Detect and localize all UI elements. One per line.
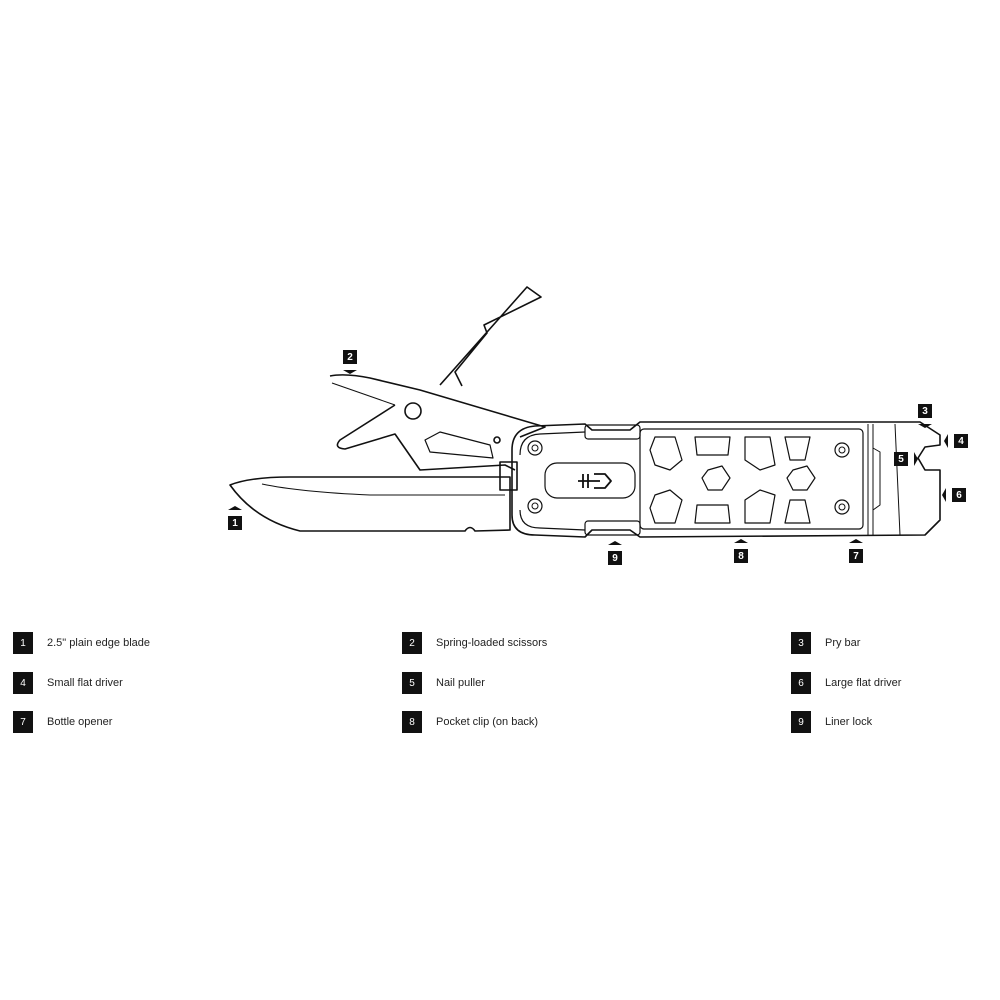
legend-number: 1 xyxy=(13,632,33,654)
callout-1: 1 xyxy=(228,506,242,530)
legend-label: Pocket clip (on back) xyxy=(436,716,539,728)
legend-number: 7 xyxy=(13,711,33,733)
gerber-logo-icon xyxy=(578,473,612,489)
callout-8: 8 xyxy=(734,539,748,563)
scissors-pivot xyxy=(404,402,422,420)
handle-panel xyxy=(639,428,864,530)
legend-number: 5 xyxy=(402,672,422,694)
legend-number: 6 xyxy=(791,672,811,694)
legend-label: Small flat driver xyxy=(47,677,123,689)
legend-label: Nail puller xyxy=(436,677,485,689)
blade-pivot xyxy=(499,461,518,491)
legend-item: 7 Bottle opener xyxy=(13,711,112,733)
legend-number: 9 xyxy=(791,711,811,733)
knife-blade xyxy=(229,476,511,532)
scissors-lever xyxy=(439,286,542,387)
handle-frame xyxy=(511,421,941,538)
legend-number: 2 xyxy=(402,632,422,654)
legend-label: Liner lock xyxy=(825,716,873,728)
legend-item: 4 Small flat driver xyxy=(13,672,123,694)
legend-label: 2.5" plain edge blade xyxy=(47,637,150,649)
callout-2: 2 xyxy=(343,350,357,374)
legend-number: 3 xyxy=(791,632,811,654)
scissors-upper-blade xyxy=(329,374,546,438)
legend-item: 8 Pocket clip (on back) xyxy=(402,711,538,733)
legend-item: 3 Pry bar xyxy=(791,632,860,654)
callout-9: 9 xyxy=(608,541,622,565)
legend-item: 2 Spring-loaded scissors xyxy=(402,632,547,654)
legend-item: 1 2.5" plain edge blade xyxy=(13,632,150,654)
callout-6: 6 xyxy=(942,488,966,502)
hex-grip-pattern xyxy=(649,436,816,524)
legend-number: 4 xyxy=(13,672,33,694)
callout-7: 7 xyxy=(849,539,863,563)
legend-label: Pry bar xyxy=(825,637,861,649)
scissors-lower-blade xyxy=(336,404,516,471)
legend-number: 8 xyxy=(402,711,422,733)
callout-5: 5 xyxy=(894,452,918,466)
callout-4: 4 xyxy=(944,434,968,448)
callout-3: 3 xyxy=(918,404,932,428)
legend-item: 5 Nail puller xyxy=(402,672,485,694)
legend-label: Spring-loaded scissors xyxy=(436,637,548,649)
legend-label: Large flat driver xyxy=(825,677,902,689)
legend-item: 9 Liner lock xyxy=(791,711,872,733)
legend-label: Bottle opener xyxy=(47,716,113,728)
legend-item: 6 Large flat driver xyxy=(791,672,901,694)
